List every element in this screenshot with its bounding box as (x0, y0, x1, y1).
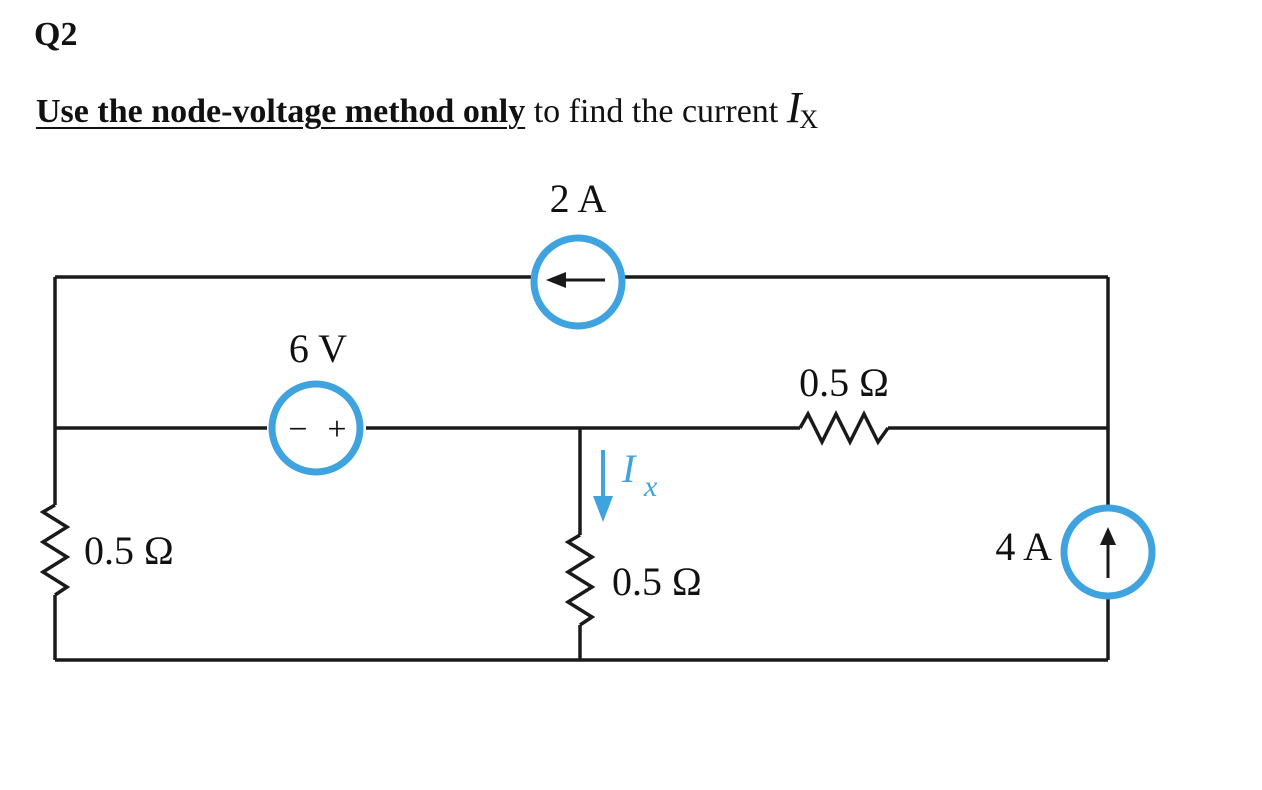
instruction-variable: I (786, 83, 802, 132)
question-number: Q2 (34, 16, 78, 53)
current-source-right-label: 4 A (995, 524, 1052, 569)
current-source-top (530, 234, 626, 330)
instruction-variable-subscript: X (799, 105, 819, 134)
voltage-source-minus: − (288, 411, 307, 448)
voltage-source-label: 6 V (289, 326, 347, 371)
voltage-source (268, 380, 364, 476)
resistor-left-label: 0.5 Ω (84, 528, 174, 573)
resistor-left (39, 503, 71, 597)
resistor-right-top-label: 0.5 Ω (799, 360, 889, 405)
instruction-text: to find the current (525, 93, 787, 130)
resistor-middle-label: 0.5 Ω (612, 559, 702, 604)
resistor-middle (564, 533, 596, 627)
current-indicator-subscript: x (643, 470, 658, 503)
arrow-down-head-icon (593, 496, 613, 522)
instruction-emphasis: Use the node-voltage method only (36, 93, 526, 130)
question-instruction: Use the node-voltage method only to find… (36, 82, 818, 135)
resistor-right-top (798, 410, 890, 446)
voltage-source-plus: + (327, 411, 346, 448)
current-source-top-label: 2 A (550, 176, 607, 221)
arrow-up-head-icon (1100, 527, 1116, 545)
arrow-left-head-icon (546, 272, 566, 288)
current-indicator-label: I (621, 446, 637, 491)
